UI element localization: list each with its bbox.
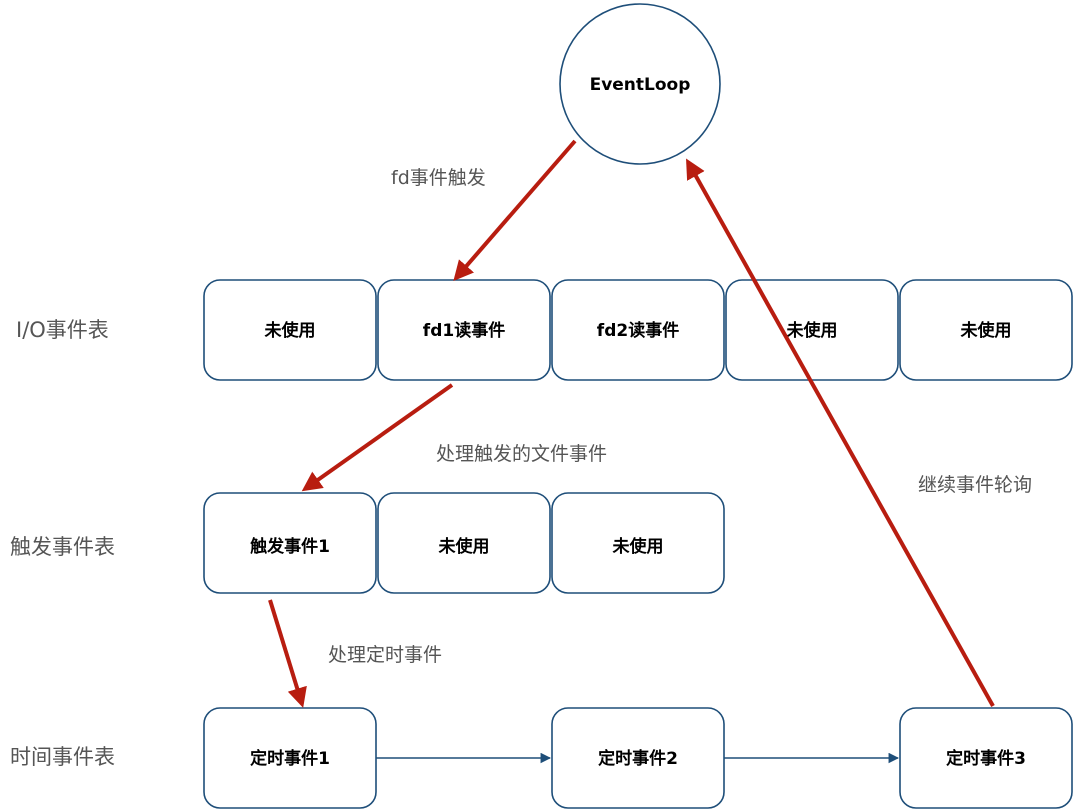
time-cell-label: 定时事件3: [946, 748, 1026, 769]
fired-cell-label: 未使用: [438, 536, 490, 557]
fired-cell-label: 触发事件1: [249, 536, 330, 557]
io-cell: fd2读事件: [551, 279, 725, 381]
annot-fd-fire: fd事件触发: [391, 167, 486, 189]
annot-process-file: 处理触发的文件事件: [436, 443, 607, 465]
annot-continue-loop: 继续事件轮询: [918, 474, 1032, 496]
eventloop-label: EventLoop: [590, 75, 691, 95]
io-cell-label: 未使用: [786, 320, 838, 341]
time-cell-label: 定时事件2: [598, 748, 678, 769]
io-cell: 未使用: [899, 279, 1073, 381]
time-cell: 定时事件3: [899, 707, 1073, 809]
annot-process-timer: 处理定时事件: [328, 644, 442, 666]
row-label-time: 时间事件表: [10, 745, 115, 769]
row-label-fired: 触发事件表: [10, 535, 115, 559]
row-label-io: I/O事件表: [16, 318, 109, 342]
io-cell: fd1读事件: [377, 279, 551, 381]
fired-cell: 未使用: [377, 492, 551, 594]
time-cell: 定时事件2: [551, 707, 725, 809]
io-cell-label: fd1读事件: [423, 320, 505, 341]
io-event-table: 未使用 fd1读事件 fd2读事件 未使用 未使用: [203, 279, 1073, 381]
fired-event-table: 触发事件1 未使用 未使用: [203, 492, 725, 594]
io-cell-label: 未使用: [264, 320, 316, 341]
io-cell-label: fd2读事件: [597, 320, 679, 341]
time-cell: 定时事件1: [203, 707, 377, 809]
time-cell-label: 定时事件1: [250, 748, 330, 769]
fired-cell-label: 未使用: [612, 536, 664, 557]
time-event-table: 定时事件1 定时事件2 定时事件3: [203, 707, 1073, 809]
fd-fire-arrow: [453, 139, 577, 282]
io-cell-label: 未使用: [960, 320, 1012, 341]
fired-cell: 触发事件1: [203, 492, 377, 594]
process-file-arrow: [301, 383, 454, 492]
continue-loop-arrow: [686, 158, 995, 707]
process-timer-arrow: [268, 599, 307, 708]
io-cell: 未使用: [203, 279, 377, 381]
io-cell: 未使用: [725, 279, 899, 381]
fired-cell: 未使用: [551, 492, 725, 594]
eventloop-node: EventLoop: [559, 3, 721, 165]
